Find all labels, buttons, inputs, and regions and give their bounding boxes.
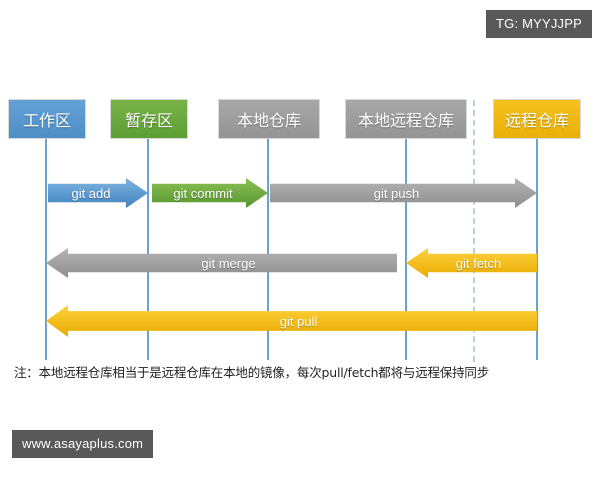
column-header-label: 本地仓库 (236, 111, 301, 130)
column-header-label: 暂存区 (124, 111, 173, 130)
column-header-2[interactable]: 暂存区 (110, 99, 188, 139)
column-header-label: 本地远程仓库 (357, 111, 454, 130)
arrow-shape-icon (46, 248, 397, 278)
column-header-1[interactable]: 工作区 (8, 99, 86, 139)
arrow-git-commit[interactable]: git commit (152, 178, 268, 208)
arrow-git-add[interactable]: git add (48, 178, 148, 208)
tg-watermark-badge: TG: MYYJJPP (486, 10, 592, 38)
column-header-5[interactable]: 远程仓库 (493, 99, 581, 139)
arrow-git-fetch[interactable]: git fetch (406, 248, 537, 278)
arrow-shape-icon (48, 178, 148, 208)
arrow-shape-icon (152, 178, 268, 208)
arrow-git-pull[interactable]: git pull (46, 305, 537, 337)
lifeline-3 (267, 132, 269, 360)
lifeline-5 (536, 132, 538, 360)
footnote-text: 注：本地远程仓库相当于是远程仓库在本地的镜像，每次pull/fetch都将与远程… (14, 365, 490, 380)
lifeline-4 (405, 132, 407, 360)
column-header-4[interactable]: 本地远程仓库 (345, 99, 467, 139)
arrow-git-merge[interactable]: git merge (46, 248, 397, 278)
lifeline-1 (45, 132, 47, 360)
arrow-shape-icon (46, 305, 537, 337)
arrow-shape-icon (270, 178, 537, 208)
column-header-3[interactable]: 本地仓库 (218, 99, 320, 139)
arrow-git-push[interactable]: git push (270, 178, 537, 208)
column-header-label: 远程仓库 (504, 111, 569, 130)
column-header-label: 工作区 (22, 111, 71, 130)
site-watermark-badge: www.asayaplus.com (12, 430, 154, 458)
lifeline-2 (147, 132, 149, 360)
local-remote-boundary-divider (473, 100, 475, 362)
arrow-shape-icon (406, 248, 537, 278)
